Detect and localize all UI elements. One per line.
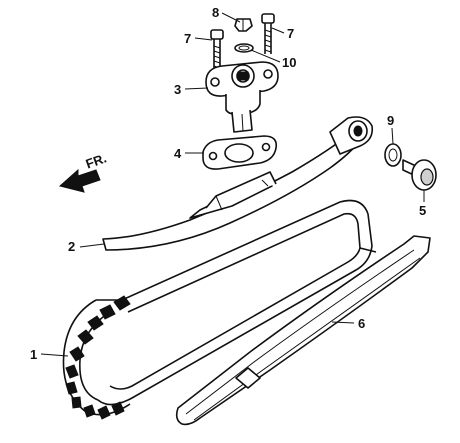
callout-3: 3 — [174, 82, 181, 97]
callout-9: 9 — [387, 113, 394, 128]
chain-links — [65, 295, 131, 420]
cam-chain-guide — [175, 235, 431, 426]
leader-lines — [40, 12, 425, 357]
callout-labels: 8 7 7 10 3 9 4 5 2 6 1 — [30, 5, 426, 362]
callout-10: 10 — [282, 55, 296, 70]
cam-chain-tensioner-arm — [102, 116, 374, 251]
front-direction-indicator: FR. — [58, 150, 109, 193]
sealing-washer — [234, 43, 254, 53]
callout-1: 1 — [30, 347, 37, 362]
callout-6: 6 — [358, 316, 365, 331]
cam-chain — [62, 199, 377, 420]
tensioner-gasket — [202, 135, 278, 170]
pivot-bolt — [402, 159, 437, 191]
callout-2: 2 — [68, 239, 75, 254]
callout-5: 5 — [419, 203, 426, 218]
callout-8: 8 — [212, 5, 219, 20]
front-label: FR. — [84, 150, 109, 171]
tensioner-bolt-left — [210, 29, 224, 70]
callout-7-right: 7 — [287, 26, 294, 41]
front-arrow-icon — [58, 168, 101, 193]
tensioner-lifter — [205, 61, 279, 133]
pivot-washer — [384, 143, 402, 167]
tensioner-bolt-right — [261, 13, 275, 54]
callout-7-left: 7 — [184, 31, 191, 46]
callout-4: 4 — [174, 146, 182, 161]
